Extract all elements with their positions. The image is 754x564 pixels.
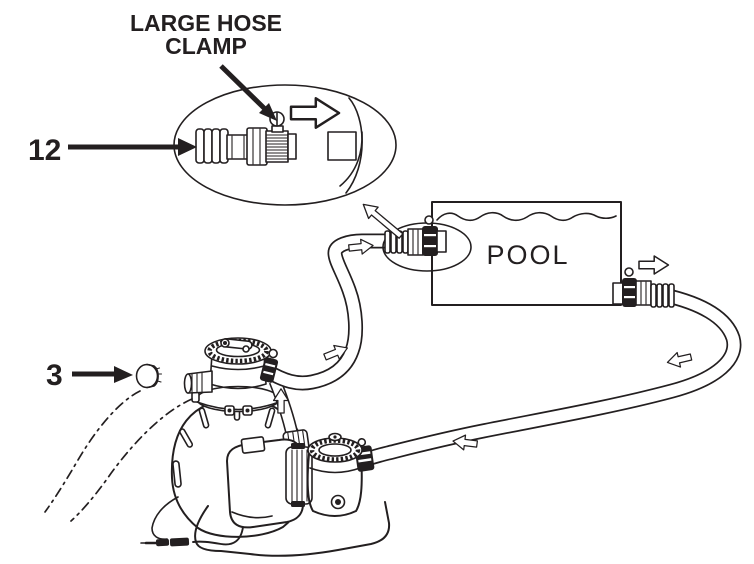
water-line: [436, 211, 617, 222]
flow-arrow-icon: [289, 97, 341, 129]
part-12-pointer-arrow: [68, 138, 197, 156]
hose-clamp: [422, 226, 438, 256]
pool-outlet-fitting: [612, 267, 675, 308]
part-3-pointer-arrow: [72, 366, 133, 383]
power-cord: [140, 526, 244, 547]
flow-arrow-icon: [665, 349, 694, 371]
supply-hose: [263, 233, 391, 391]
coupling-nut: [407, 228, 424, 256]
pool-inlet-fitting: [384, 215, 447, 256]
pool-wall-cross-section: [327, 97, 363, 194]
pump-coupling-ring: [285, 443, 313, 507]
clamp-pointer-arrow: [219, 64, 277, 121]
motor-housing: [226, 436, 304, 529]
callout-title-line1: LARGE HOSE: [130, 10, 282, 36]
sand-filter-pump: [140, 337, 391, 557]
coupling-nut: [635, 280, 652, 306]
hose-fitting-detail: [195, 111, 297, 166]
coupling-nut: [246, 127, 268, 166]
wall-fitting-stub: [327, 131, 357, 161]
pool: POOL: [431, 201, 622, 306]
valve-hose-clamp: [259, 348, 279, 383]
callout-title-line2: CLAMP: [165, 33, 247, 59]
pool-label: POOL: [486, 240, 569, 270]
power-plug: [169, 537, 190, 547]
flow-arrow-icon: [638, 255, 670, 275]
hose-clamp: [622, 278, 637, 307]
clamp-screw: [624, 267, 634, 277]
clamp-screw: [424, 215, 434, 225]
part-12-label: 12: [28, 134, 61, 167]
strainer-pot: [306, 432, 375, 517]
return-hose: [364, 287, 742, 467]
drain-hose-path: [44, 390, 193, 522]
detail-callout: LARGE HOSE CLAMP 12: [28, 10, 397, 206]
part-3-label: 3: [46, 359, 63, 392]
drain-cap: [135, 363, 163, 389]
